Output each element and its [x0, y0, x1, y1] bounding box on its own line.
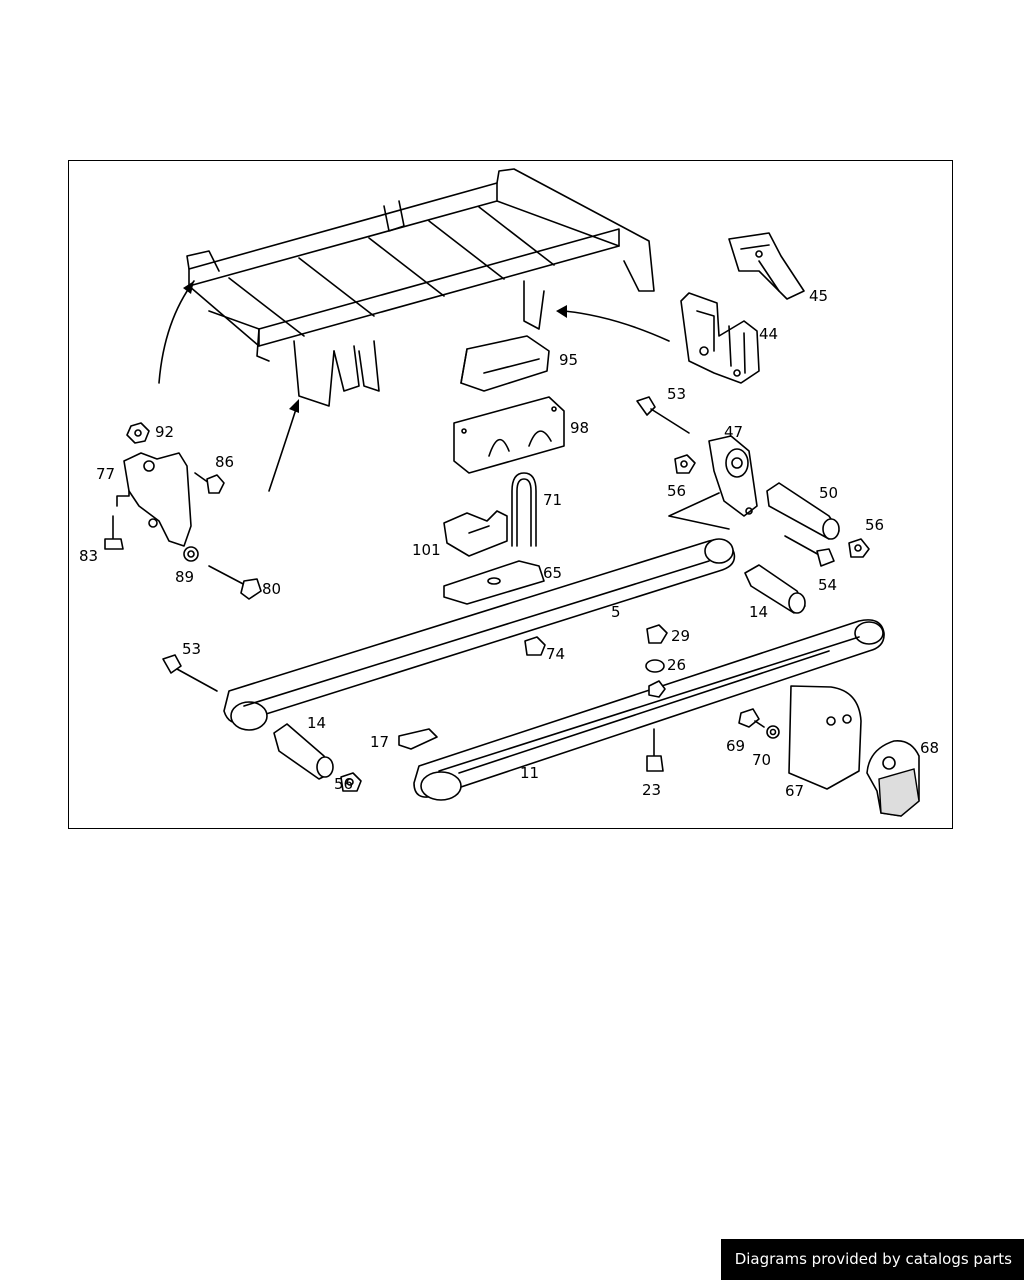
part-101-bump-stop	[443, 510, 508, 557]
label-14-a: 14	[749, 603, 768, 621]
part-86-bolt	[194, 472, 225, 494]
part-65-spring-seat	[443, 560, 545, 605]
label-44: 44	[759, 325, 778, 343]
label-47: 47	[724, 423, 743, 441]
part-26-washer	[645, 659, 665, 673]
part-80-bolt	[208, 565, 262, 600]
part-77-shackle-bracket	[116, 452, 192, 547]
part-17-pad	[398, 728, 438, 750]
part-89-washer	[183, 546, 199, 562]
label-17: 17	[370, 733, 389, 751]
label-86: 86	[215, 453, 234, 471]
label-53-upper: 53	[667, 385, 686, 403]
label-14-b: 14	[307, 714, 326, 732]
part-83-bolt	[104, 515, 124, 550]
label-69: 69	[726, 737, 745, 755]
label-65: 65	[543, 564, 562, 582]
label-11: 11	[520, 764, 539, 782]
label-5: 5	[611, 603, 621, 621]
label-74: 74	[546, 645, 565, 663]
part-11-leaf-spring	[413, 619, 885, 801]
part-47-shackle	[668, 435, 758, 530]
label-77: 77	[96, 465, 115, 483]
part-56-nut-b	[848, 538, 870, 558]
label-29: 29	[671, 627, 690, 645]
part-labels: 45 44 95 53 47 98 92 86 77 56 50 71 56 8…	[79, 287, 939, 800]
label-83: 83	[79, 547, 98, 565]
part-71-u-bolt	[511, 472, 537, 547]
label-68: 68	[920, 739, 939, 757]
part-74-nut	[524, 636, 546, 656]
part-50-bushing	[766, 482, 840, 540]
part-53-bolt-lower	[162, 654, 218, 692]
attribution-banner: Diagrams provided by catalogs parts	[720, 1239, 1024, 1280]
label-98: 98	[570, 419, 589, 437]
part-68-mount	[866, 739, 920, 817]
label-56-a: 56	[667, 482, 686, 500]
label-26: 26	[667, 656, 686, 674]
label-101: 101	[412, 541, 441, 559]
part-69-bolt	[738, 708, 765, 728]
part-54-bolt	[784, 535, 835, 567]
part-29-nut	[646, 624, 668, 644]
label-53-lower: 53	[182, 640, 201, 658]
part-70-washer	[766, 725, 780, 739]
part-98-plate	[453, 396, 565, 474]
part-67-cover	[788, 685, 862, 790]
label-92: 92	[155, 423, 174, 441]
label-71: 71	[543, 491, 562, 509]
parts-diagram-frame: 45 44 95 53 47 98 92 86 77 56 50 71 56 8…	[68, 160, 953, 829]
part-92-nut	[126, 422, 150, 444]
part-44-spring-hanger	[680, 292, 760, 384]
part-23-bolt	[646, 728, 664, 772]
label-56-c: 56	[334, 775, 353, 793]
part-56-nut-a	[674, 454, 696, 474]
label-45: 45	[809, 287, 828, 305]
vehicle-frame	[186, 168, 655, 407]
label-54: 54	[818, 576, 837, 594]
label-89: 89	[175, 568, 194, 586]
part-14-bushing-a	[744, 564, 806, 614]
part-95-plate	[460, 335, 550, 392]
label-95: 95	[559, 351, 578, 369]
assembly-arrows	[158, 280, 670, 492]
part-5-leaf-spring	[223, 538, 736, 731]
part-14-bushing-b	[273, 723, 334, 780]
part-53-bolt-upper	[636, 396, 690, 434]
label-23: 23	[642, 781, 661, 799]
label-80: 80	[262, 580, 281, 598]
label-50: 50	[819, 484, 838, 502]
parts-diagram: 45 44 95 53 47 98 92 86 77 56 50 71 56 8…	[79, 168, 939, 817]
part-56-nut-c	[340, 772, 362, 792]
part-45-bracket	[728, 232, 805, 300]
label-70: 70	[752, 751, 771, 769]
label-56-b: 56	[865, 516, 884, 534]
label-67: 67	[785, 782, 804, 800]
